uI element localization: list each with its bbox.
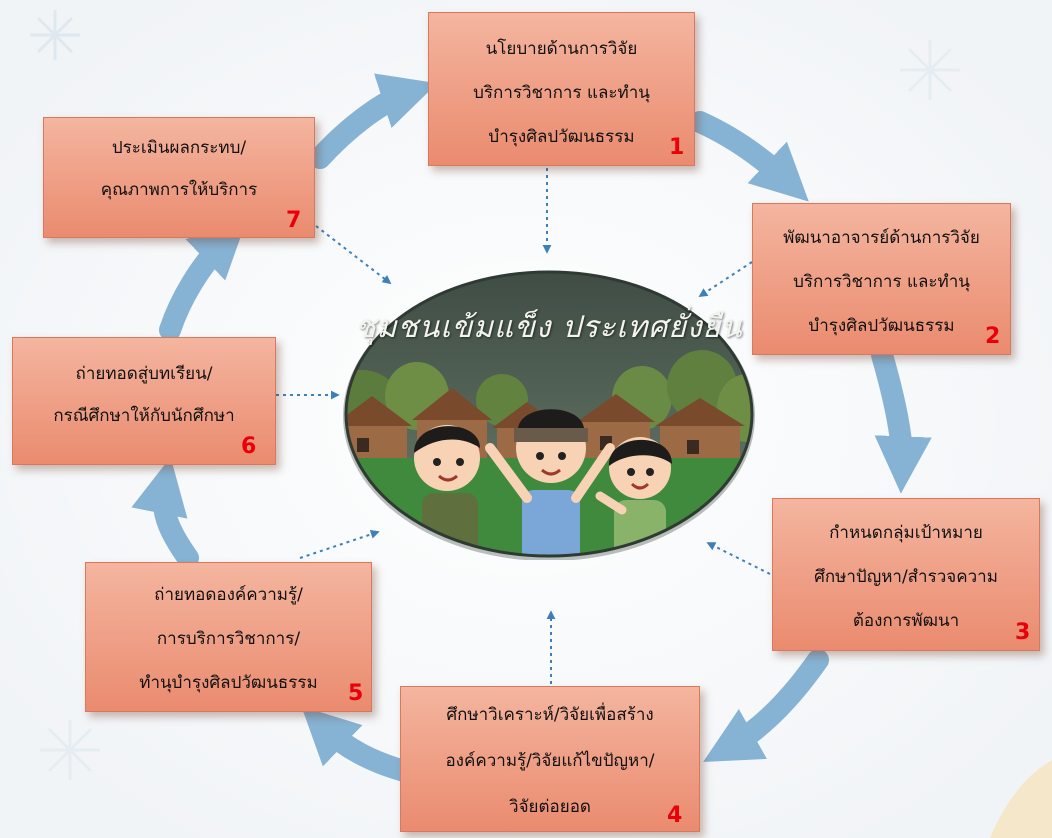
step-2-number: 2	[985, 324, 1001, 349]
step-5-line-1: ถ่ายทอดองค์ความรู้/	[154, 585, 303, 605]
step-box-5: ถ่ายทอดองค์ความรู้/ การบริการวิชาการ/ ทำ…	[85, 562, 372, 712]
step-box-1: นโยบายด้านการวิจัย บริการวิชาการ และทำนุ…	[428, 12, 695, 166]
step-3-line-2: ศึกษาปัญหา/สำรวจความ	[814, 567, 998, 587]
step-4-line-2: องค์ความรู้/วิจัยแก้ไขปัญหา/	[445, 751, 655, 771]
cycle-arrow-7-to-1	[309, 73, 438, 169]
center-title: ชุมชนเข้มแข็ง ประเทศยั่งยืน	[355, 310, 743, 345]
step-box-4: ศึกษาวิเคราะห์/วิจัยเพื่อสร้าง องค์ความร…	[400, 686, 700, 832]
step-3-line-1: กำหนดกลุ่มเป้าหมาย	[829, 523, 983, 543]
step-2-line-2: บริการวิชาการ และทำนุ	[793, 272, 970, 292]
step-box-7: ประเมินผลกระทบ/ คุณภาพการให้บริการ 7	[43, 117, 315, 238]
step-4-line-3: วิจัยต่อยอด	[509, 797, 591, 817]
corner-swoosh	[990, 760, 1052, 838]
cycle-arrow-3-to-4	[703, 649, 829, 763]
step-4-line-1: ศึกษาวิเคราะห์/วิจัยเพื่อสร้าง	[446, 705, 654, 725]
cycle-arrow-1-to-2	[689, 111, 809, 202]
kid-left	[414, 425, 480, 556]
cycle-arrow-2-to-3	[871, 344, 932, 494]
snowflake-decoration	[30, 10, 80, 60]
step-5-line-2: การบริการวิชาการ/	[156, 629, 301, 649]
step-box-2: พัฒนาอาจารย์ด้านการวิจัย บริการวิชาการ แ…	[752, 203, 1011, 355]
cycle-arrow-5-to-6	[131, 456, 199, 569]
step-3-number: 3	[1015, 620, 1031, 645]
center-illustration: ชุมชนเข้มแข็ง ประเทศยั่งยืน	[342, 268, 756, 561]
snowflake-decoration	[900, 40, 960, 100]
step-3-line-3: ต้องการพัฒนา	[852, 611, 960, 631]
step-box-3: กำหนดกลุ่มเป้าหมาย ศึกษาปัญหา/สำรวจความ …	[772, 498, 1040, 651]
step-4-number: 4	[667, 803, 683, 828]
step-6-number: 6	[241, 434, 257, 459]
step-box-6: ถ่ายทอดสู่บทเรียน/ กรณีศึกษาให้กับนักศึก…	[12, 337, 276, 465]
step-7-number: 7	[286, 208, 302, 233]
step-6-line-1: ถ่ายทอดสู่บทเรียน/	[75, 364, 213, 384]
dotted-arrow-from-2	[698, 261, 753, 297]
step-7-line-2: คุณภาพการให้บริการ	[100, 180, 258, 200]
step-1-line-3: บำรุงศิลปวัฒนธรรม	[488, 127, 635, 147]
step-6-line-2: กรณีศึกษาให้กับนักศึกษา	[53, 406, 235, 426]
step-2-line-1: พัฒนาอาจารย์ด้านการวิจัย	[783, 228, 980, 248]
dotted-arrow-from-7	[315, 225, 392, 285]
step-2-line-3: บำรุงศิลปวัฒนธรรม	[808, 316, 955, 336]
step-5-line-3: ทำนุบำรุงศิลปวัฒนธรรม	[139, 673, 318, 693]
kid-middle	[485, 409, 615, 556]
step-1-line-1: นโยบายด้านการวิจัย	[485, 39, 638, 59]
step-1-line-2: บริการวิชาการ และทำนุ	[473, 83, 650, 103]
cycle-arrow-6-to-7	[159, 220, 247, 341]
step-1-number: 1	[669, 135, 685, 160]
snowflake-decoration	[40, 720, 100, 780]
dotted-arrow-from-3	[706, 542, 771, 575]
step-7-line-1: ประเมินผลกระทบ/	[111, 138, 247, 158]
step-5-number: 5	[348, 681, 364, 706]
